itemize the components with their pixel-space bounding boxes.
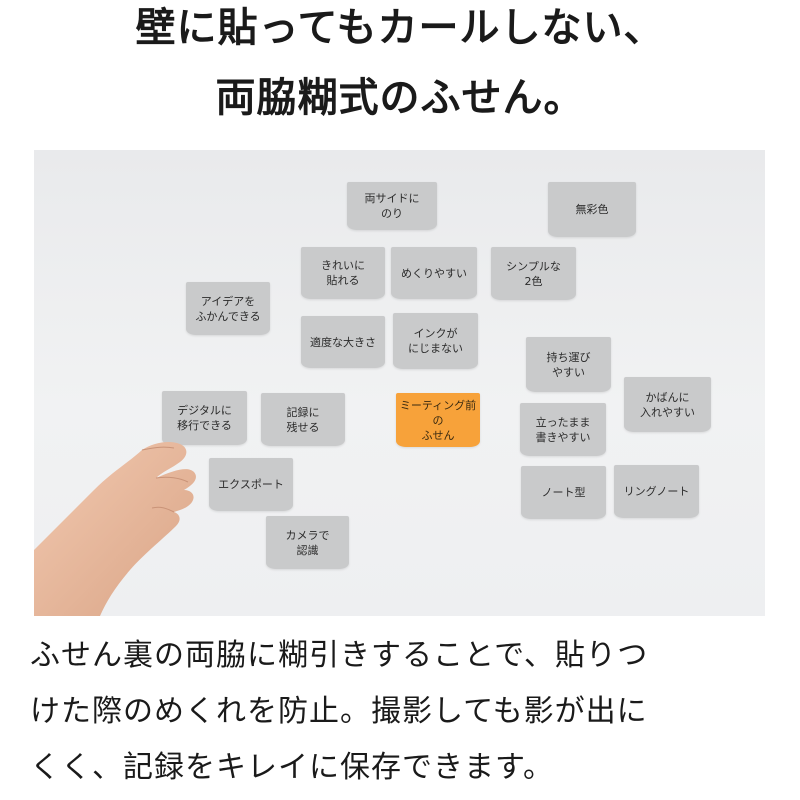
sticky-note: リングノート [614, 465, 699, 518]
sticky-note: 立ったまま 書きやすい [520, 403, 606, 456]
sticky-note: カメラで 認識 [266, 516, 349, 569]
photo-wall-with-sticky-notes: 両サイドに のり 無彩色 きれいに 貼れる めくりやすい シンプルな 2色 アイ… [34, 150, 765, 616]
sticky-note: インクが にじまない [393, 313, 478, 369]
description-line-1: ふせん裏の両脇に糊引きすることで、貼りつ [30, 638, 649, 673]
sticky-note: ノート型 [521, 466, 606, 519]
sticky-note: 持ち運び やすい [526, 337, 611, 392]
sticky-note: 無彩色 [548, 182, 636, 237]
sticky-note: デジタルに 移行できる [162, 391, 247, 445]
hand-illustration [34, 442, 196, 616]
sticky-note: めくりやすい [391, 247, 477, 299]
description-line-2: けた際のめくれを防止。撮影しても影が出に [30, 694, 648, 729]
description-line-3: くく、記録をキレイに保存できます。 [30, 750, 554, 785]
sticky-note: 記録に 残せる [261, 393, 345, 446]
sticky-note: 両サイドに のり [347, 182, 437, 230]
headline-line-2: 両脇糊式のふせん。 [215, 75, 585, 121]
sticky-note: きれいに 貼れる [301, 247, 385, 299]
headline-line-1: 壁に貼ってもカールしない、 [135, 5, 665, 51]
sticky-note-orange: ミーティング前の ふせん [396, 393, 480, 447]
sticky-note: アイデアを ふかんできる [186, 282, 270, 335]
sticky-note: 適度な大きさ [301, 316, 385, 368]
sticky-note: シンプルな 2色 [491, 247, 576, 300]
sticky-note: エクスポート [209, 458, 293, 511]
sticky-note: かばんに 入れやすい [624, 377, 711, 432]
